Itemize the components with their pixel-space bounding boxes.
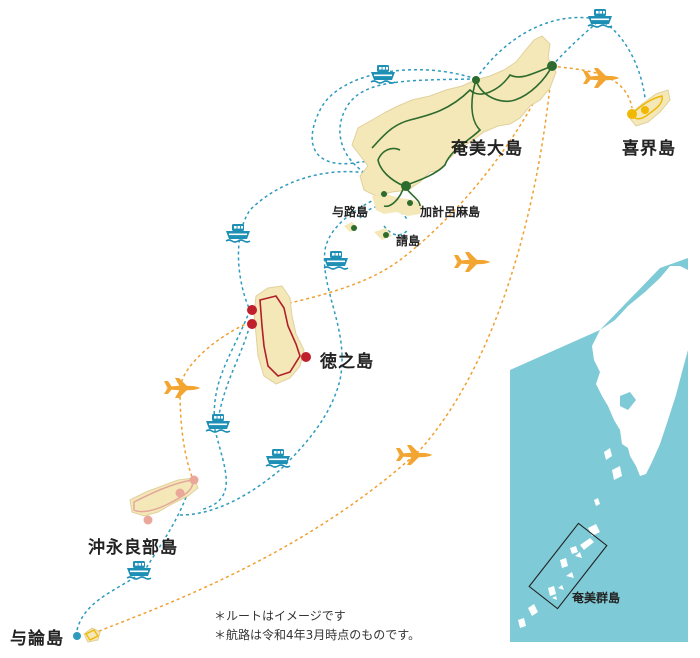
label-okinoerabu: 沖永良部島 [88,538,178,558]
label-kakeroma: 加計呂麻島 [420,205,481,219]
date-note: ＊航路は令和4年3月時点のものです。 [214,628,421,642]
ship-icon [370,64,396,84]
island-tokunoshima [247,285,311,385]
airplane-icon [454,252,490,272]
label-yoron: 与論島 [10,629,64,649]
island-yoron [73,627,101,643]
island-amami-oshima [344,35,557,240]
ship-icon [587,8,613,28]
airplane-icon [164,378,200,398]
ship-icon [225,223,251,243]
ship-icon [323,250,349,270]
label-amami-oshima: 奄美大島 [451,139,523,159]
inset-map [510,258,688,642]
airplane-icon [396,445,432,465]
label-yoro: 与路島 [332,205,369,219]
label-tokunoshima: 徳之島 [320,352,374,372]
island-kikai [627,89,671,127]
inset-label: 奄美群島 [572,591,621,605]
label-kikai: 喜界島 [622,139,676,159]
route-note: ＊ルートはイメージです [214,609,346,623]
label-uke: 請島 [396,234,421,248]
ship-icon [205,413,231,433]
ship-icon [126,560,152,580]
island-okinoerabu [129,475,199,525]
